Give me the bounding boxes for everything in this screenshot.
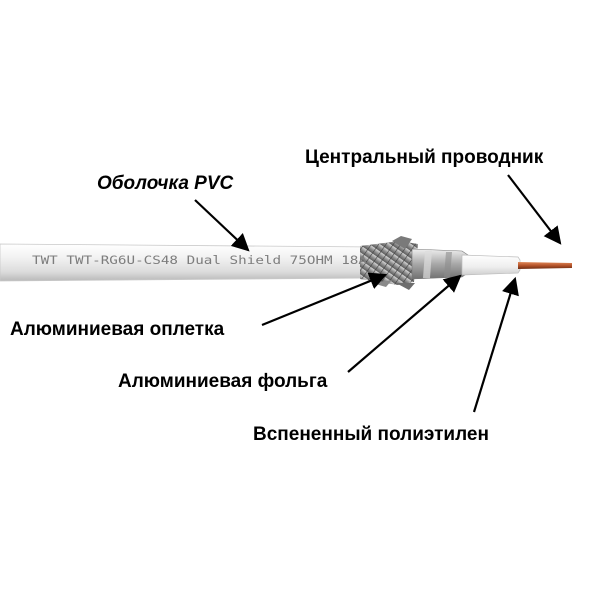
aluminum-foil (411, 248, 469, 280)
arrow-center-conductor (507, 174, 562, 245)
label-center-conductor: Центральный проводник (305, 147, 544, 168)
cable-print: TWT TWT-RG6U-CS48 Dual Shield 75OHM 18A (32, 253, 367, 267)
arrow-aluminum-foil (347, 274, 462, 373)
arrow-aluminum-braid (261, 272, 388, 327)
arrow-pvc-jacket (194, 199, 250, 252)
foamed-polyethylene (461, 254, 521, 276)
pointer-arrows (194, 174, 562, 413)
label-pvc-jacket: Оболочка PVC (97, 173, 234, 194)
center-conductor (518, 262, 572, 269)
label-aluminum-foil: Алюминиевая фольга (118, 371, 328, 392)
label-aluminum-braid: Алюминиевая оплетка (10, 319, 225, 340)
label-foamed-polyethylene: Вспененный полиэтилен (253, 424, 489, 445)
arrow-foamed-polyethylene (472, 276, 519, 413)
